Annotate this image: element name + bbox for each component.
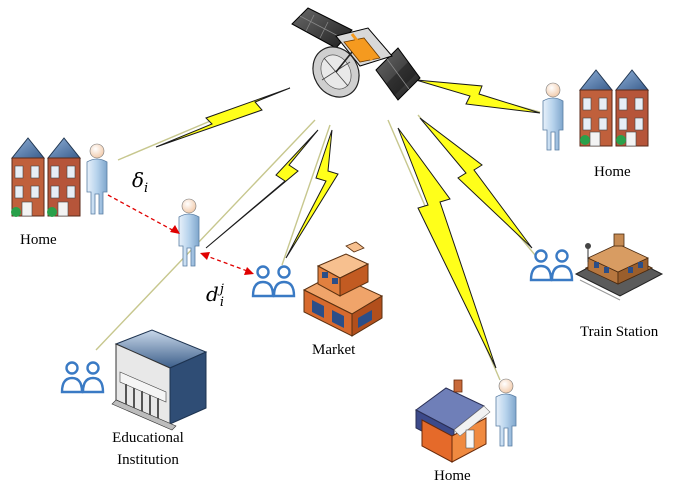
person-icon-right bbox=[542, 82, 564, 151]
train-station-icon bbox=[574, 233, 664, 301]
label-home-bottom: Home bbox=[434, 468, 471, 484]
lightning-bolt-home-bottom bbox=[397, 127, 497, 369]
delta-distance-arrow bbox=[107, 194, 177, 233]
wireless-links bbox=[155, 79, 541, 369]
lightning-bolt-center bbox=[205, 129, 319, 249]
lightning-bolt-right bbox=[415, 79, 541, 114]
row-houses-right-icon bbox=[578, 69, 650, 147]
row-houses-left-icon bbox=[10, 137, 82, 217]
person-icon-center bbox=[178, 198, 200, 267]
satellite-icon bbox=[291, 7, 421, 101]
label-education-line2: Institution bbox=[117, 452, 179, 468]
label-market: Market bbox=[312, 342, 356, 358]
link-line-edu bbox=[95, 119, 316, 351]
person-icon-left bbox=[86, 143, 108, 215]
education-building-icon bbox=[111, 329, 208, 431]
lightning-bolt-left bbox=[155, 87, 291, 148]
link-line-market bbox=[281, 124, 331, 266]
market-building-icon bbox=[302, 241, 384, 337]
delta-symbol: δi bbox=[132, 168, 149, 196]
group-icon-train bbox=[529, 249, 574, 282]
lightning-bolt-train bbox=[419, 117, 533, 249]
label-education-line1: Educational bbox=[112, 430, 184, 446]
d-distance-arrow bbox=[203, 254, 251, 273]
label-home-left: Home bbox=[20, 232, 57, 248]
person-icon-bottom bbox=[495, 378, 517, 447]
distance-arrows bbox=[107, 194, 251, 273]
house-bottom-icon bbox=[415, 379, 491, 463]
group-icon-market bbox=[251, 265, 296, 298]
label-home-right: Home bbox=[594, 164, 631, 180]
label-train-station: Train Station bbox=[580, 324, 659, 340]
group-icon-education bbox=[60, 361, 105, 394]
lightning-bolt-market bbox=[285, 129, 339, 259]
